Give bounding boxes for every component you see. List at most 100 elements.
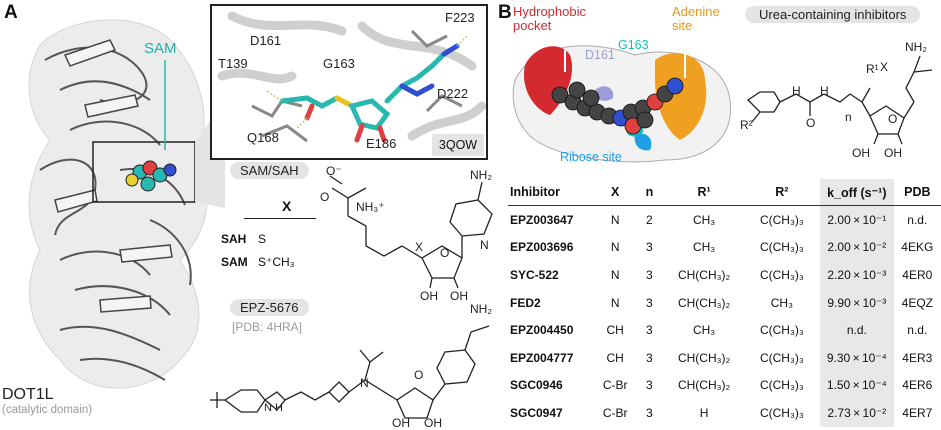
cell-r1: CH(CH₃)₂ bbox=[677, 267, 731, 282]
urea-inhibitors-pill: Urea-containing inhibitors bbox=[745, 6, 921, 23]
cell-x: CH bbox=[606, 350, 624, 365]
sam-atom-nh3: NH₃⁺ bbox=[356, 200, 385, 214]
cell-pdb: 4ER7 bbox=[902, 405, 933, 420]
cell-n: 3 bbox=[646, 240, 653, 255]
cell-r1: CH(CH₃)₂ bbox=[677, 350, 731, 365]
scaffold-atom-x: X bbox=[880, 60, 889, 74]
sam-row-name: SAM bbox=[221, 255, 248, 269]
sam-atom-oh: OH bbox=[420, 289, 438, 303]
cell-x: N bbox=[610, 240, 620, 255]
epz-atom-oh: OH bbox=[424, 416, 442, 430]
scaffold-atom-r2: R² bbox=[740, 118, 753, 132]
cell-r2: C(CH₃)₃ bbox=[759, 378, 804, 393]
urea-scaffold-structure bbox=[746, 55, 933, 145]
epz-atom-hn: N H bbox=[264, 402, 283, 414]
ribose-site-label: Ribose site bbox=[560, 150, 622, 164]
cell-n: 2 bbox=[646, 212, 653, 227]
cell-n: 3 bbox=[646, 295, 653, 310]
cell-inhibitor: SGC0946 bbox=[510, 378, 563, 393]
scaffold-atom-oh: OH bbox=[852, 146, 870, 160]
epz-atom-oh: OH bbox=[392, 416, 410, 430]
cell-r2: C(CH₃)₃ bbox=[759, 323, 804, 338]
protein-name: DOT1L (catalytic domain) bbox=[2, 386, 93, 416]
sam-sah-structure bbox=[329, 175, 493, 289]
cell-koff: 2.73 × 10⁻² bbox=[820, 399, 894, 427]
cell-r2: C(CH₃)₃ bbox=[759, 267, 804, 282]
cell-n: 3 bbox=[646, 405, 653, 420]
cell-r2: C(CH₃)₃ bbox=[759, 240, 804, 255]
sam-sah-pill: SAM/SAH bbox=[230, 162, 309, 179]
cell-n: 3 bbox=[646, 350, 653, 365]
sam-atom-nh2: NH₂ bbox=[470, 168, 492, 182]
scaffold-atom-r1: R¹ bbox=[866, 62, 879, 76]
cell-x: N bbox=[610, 212, 620, 227]
epz-atom-nh2: NH₂ bbox=[470, 302, 492, 316]
sam-atom-o-ring: O bbox=[440, 246, 450, 260]
residue-label: G163 bbox=[323, 56, 355, 71]
cell-inhibitor: EPZ003647 bbox=[510, 212, 574, 227]
cell-pdb: 4ER0 bbox=[902, 267, 933, 282]
table-row: EPZ004450 CH 3 CH₃ C(CH₃)₃ n.d. n.d. bbox=[508, 316, 941, 344]
sam-atom-oh: OH bbox=[450, 289, 468, 303]
residue-label: F223 bbox=[445, 10, 475, 25]
cell-r2: C(CH₃)₃ bbox=[759, 405, 804, 420]
cell-x: N bbox=[610, 295, 620, 310]
cell-x: C-Br bbox=[602, 405, 628, 420]
pdb-tag: 3QOW bbox=[432, 134, 484, 156]
cell-inhibitor: SGC0947 bbox=[510, 405, 563, 420]
binding-site-surface bbox=[512, 40, 732, 163]
cell-r1: CH₃ bbox=[692, 212, 716, 227]
cell-x: N bbox=[610, 267, 620, 282]
sah-row-name: SAH bbox=[221, 232, 247, 246]
cell-r1: CH(CH₃)₂ bbox=[677, 378, 731, 393]
cell-r1: CH₃ bbox=[692, 323, 716, 338]
sam-binding-inset: F223 D161 T139 G163 D222 Q168 E186 3QOW bbox=[210, 4, 488, 160]
epz-atom-o: O bbox=[414, 368, 424, 382]
cell-koff: 1.50 × 10⁻⁴ bbox=[820, 371, 894, 400]
header-pdb: PDB bbox=[893, 179, 941, 206]
residue-label: D222 bbox=[437, 86, 469, 101]
sam-sah-rule bbox=[244, 218, 316, 219]
sam-atom-o: O bbox=[320, 190, 330, 204]
scaffold-atom-h: H bbox=[792, 84, 801, 98]
cell-x: C-Br bbox=[602, 378, 628, 393]
cell-r1: CH(CH₃)₂ bbox=[677, 295, 731, 310]
cell-pdb: 4ER6 bbox=[902, 378, 933, 393]
header-r1: R¹ bbox=[664, 179, 744, 206]
cell-n: 3 bbox=[646, 323, 653, 338]
table-row: EPZ004777 CH 3 CH(CH₃)₂ C(CH₃)₃ 9.30 × 1… bbox=[508, 343, 941, 372]
table-row: EPZ003696 N 3 CH₃ C(CH₃)₃ 2.00 × 10⁻² 4E… bbox=[508, 233, 941, 262]
cell-r2: C(CH₃)₃ bbox=[759, 212, 804, 227]
cell-inhibitor: EPZ004777 bbox=[510, 350, 574, 365]
table-row: SYC-522 N 3 CH(CH₃)₂ C(CH₃)₃ 2.20 × 10⁻³… bbox=[508, 261, 941, 289]
header-n: n bbox=[634, 179, 665, 206]
cell-r2: C(CH₃)₃ bbox=[759, 350, 804, 365]
d161-label: D161 bbox=[585, 48, 615, 62]
epz-atom-n: N bbox=[360, 376, 369, 390]
cell-inhibitor: EPZ004450 bbox=[510, 323, 574, 338]
sam-atom-x: X bbox=[415, 240, 424, 254]
table-row: FED2 N 3 CH(CH₃)₂ CH₃ 9.90 × 10⁻³ 4EQZ bbox=[508, 288, 941, 317]
header-inhibitor: Inhibitor bbox=[508, 179, 597, 206]
residue-label: D161 bbox=[250, 33, 282, 48]
sam-atom-n: N bbox=[480, 238, 489, 252]
epz5676-pdb: [PDB: 4HRA] bbox=[232, 320, 303, 334]
cell-pdb: n.d. bbox=[907, 323, 928, 338]
table-header-row: Inhibitor X n R¹ R² k_off (s⁻¹) PDB bbox=[508, 179, 941, 206]
cell-pdb: 4EKG bbox=[901, 240, 934, 255]
inhibitor-table: Inhibitor X n R¹ R² k_off (s⁻¹) PDB EPZ0… bbox=[508, 179, 941, 427]
table-row: SGC0947 C-Br 3 H C(CH₃)₃ 2.73 × 10⁻² 4ER… bbox=[508, 399, 941, 427]
hydrophobic-pocket-label: Hydrophobic pocket bbox=[513, 4, 586, 33]
sam-sah-x-header: X bbox=[282, 198, 292, 214]
scaffold-atom-nh2: NH₂ bbox=[905, 40, 927, 54]
cell-pdb: 4ER3 bbox=[902, 350, 933, 365]
adenine-site-label: Adenine site bbox=[672, 4, 720, 33]
scaffold-atom-o: O bbox=[806, 116, 816, 130]
cell-koff: 9.30 × 10⁻⁴ bbox=[820, 343, 894, 372]
cell-n: 3 bbox=[646, 378, 653, 393]
residue-label: T139 bbox=[218, 56, 248, 71]
g163-label: G163 bbox=[618, 38, 649, 52]
sah-row-x: S bbox=[258, 232, 267, 246]
scaffold-atom-oh: OH bbox=[884, 146, 902, 160]
cell-r1: H bbox=[699, 405, 709, 420]
